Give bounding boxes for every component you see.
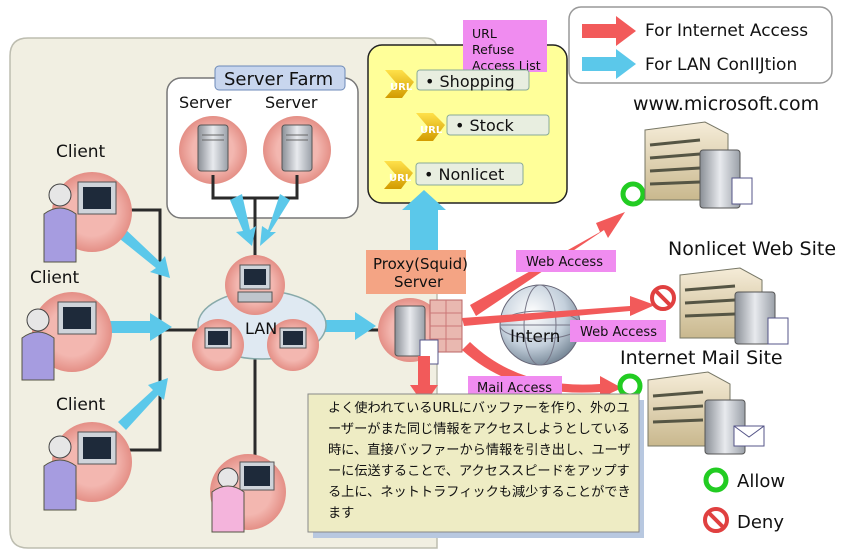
web-access-label-2-bg <box>570 320 666 342</box>
url-chevron-icon: URL <box>416 113 445 141</box>
url-refuse-title-line3: Access List <box>472 58 541 73</box>
deny-icon <box>703 507 729 533</box>
legend-internet-arrow-icon <box>582 16 636 46</box>
site-label-microsoft: www.microsoft.com <box>633 93 819 115</box>
url-refuse-title-line2: Refuse <box>472 42 515 57</box>
description-box <box>307 393 640 533</box>
client-user-icon <box>43 422 132 511</box>
description-text: よく使われているURLにバッファーを作り、外のユーザーがまた同じ情報をアクセスし… <box>328 401 631 521</box>
web-access-label-1: Web Access <box>526 255 603 270</box>
allow-icon <box>703 467 729 493</box>
mail-access-label: Mail Access <box>477 381 552 396</box>
server-farm-title: Server Farm <box>224 69 333 90</box>
client-label-1: Client <box>56 142 106 162</box>
url-chevron-icon: URL <box>385 70 414 98</box>
url-item-shopping: • Shopping <box>425 72 515 91</box>
site-label-mail: Internet Mail Site <box>620 347 783 369</box>
client-user-icon <box>21 292 112 381</box>
url-chevron-label: URL <box>420 125 443 136</box>
client-label-3: Client <box>56 395 106 415</box>
workstation-icon <box>267 319 319 371</box>
legend-lan-arrow-icon <box>582 49 636 79</box>
url-refuse-title-bg <box>463 20 547 72</box>
mail-access-label-bg <box>468 376 562 398</box>
allow-label: Allow <box>737 471 785 492</box>
deny-marker-nonlicet <box>650 285 676 311</box>
deny-label: Deny <box>737 512 784 533</box>
web-access-label-2: Web Access <box>580 325 657 340</box>
url-item-nonlicet: • Nonlicet <box>424 165 504 184</box>
site-label-nonlicet: Nonlicet Web Site <box>668 238 836 260</box>
server-icon <box>179 116 247 184</box>
client-user-icon <box>43 172 132 263</box>
url-item-shopping-bg <box>416 69 530 91</box>
building-nonlicet-icon <box>679 267 789 345</box>
server-label-1: Server <box>179 93 232 112</box>
workstation-icon <box>192 319 244 371</box>
lan-arrows <box>110 190 446 430</box>
server-farm-title-bg <box>214 65 346 91</box>
url-refuse-title-line1: URL <box>472 26 497 41</box>
proxy-server-icon <box>378 298 463 365</box>
server-label-2: Server <box>265 93 318 112</box>
url-item-stock-bg <box>446 114 550 136</box>
url-chevron-icon: URL <box>384 161 413 189</box>
url-chevron-label: URL <box>389 173 412 184</box>
url-item-nonlicet-bg <box>415 162 524 186</box>
user-pink-icon <box>210 454 286 533</box>
legend-lan-label: For LAN ConIIJtion <box>645 55 797 75</box>
lan-label: LAN <box>245 319 277 338</box>
legend-internet-label: For Internet Access <box>645 21 808 41</box>
allow-marker-mail <box>617 373 643 399</box>
internet-label: Intern <box>510 327 560 347</box>
proxy-label-bg <box>366 250 466 294</box>
building-microsoft-icon <box>644 121 753 209</box>
internet-globe-icon <box>499 284 581 366</box>
web-access-label-1-bg <box>516 250 616 272</box>
url-item-stock: • Stock <box>455 116 515 135</box>
proxy-label-line2: Server <box>394 273 444 291</box>
allow-marker-microsoft <box>620 181 646 207</box>
proxy-label-line1: Proxy(Squid) <box>373 255 468 273</box>
client-label-2: Client <box>30 268 80 288</box>
server-icon <box>263 116 331 184</box>
url-chevron-label: URL <box>390 82 413 93</box>
workstation-icon <box>225 255 285 315</box>
building-mail-icon <box>647 371 765 455</box>
